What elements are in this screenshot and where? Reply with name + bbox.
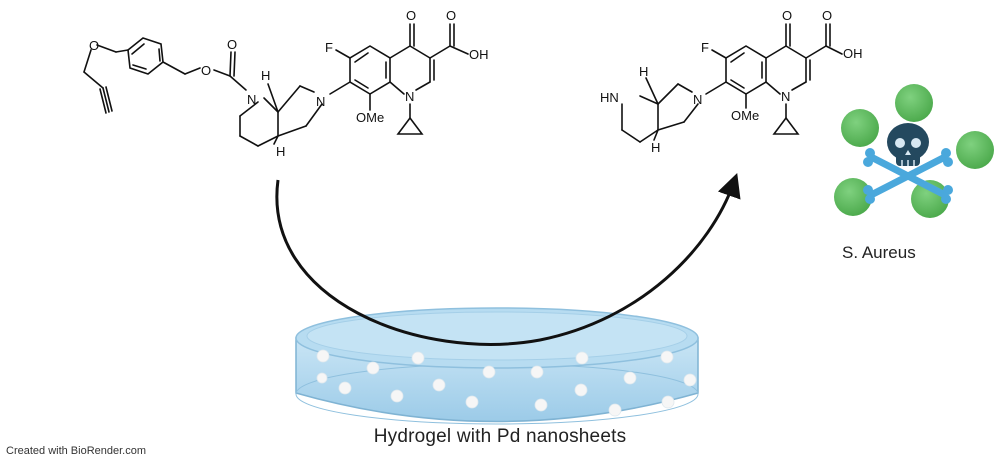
pd-particle [338,381,352,395]
reactant-atom-o-ester: O [201,63,211,78]
product-atom-h-top: H [639,64,648,79]
pd-particle [316,349,330,363]
product-atom-n-pyrrolidine: N [693,92,702,107]
product-atom-labels: HN H H N F O O OH N OMe [600,8,863,155]
product-atom-hn: HN [600,90,619,105]
reactant-atom-h-bottom: H [276,144,285,159]
pd-particle [683,373,697,387]
reactant-atom-o-acid: O [446,8,456,23]
product-molecule [621,23,843,143]
pd-particle [390,389,404,403]
bacterium-cell [895,84,933,122]
hydrogel-dish [295,307,699,425]
pd-particle [465,395,479,409]
product-atom-oh: OH [843,46,863,61]
skull-crossbones-icon [863,123,953,204]
pd-particle [432,378,446,392]
reactant-atom-n-carbamate: N [247,92,256,107]
product-atom-h-bottom: H [651,140,660,155]
crossbones-icon [869,154,947,198]
bacterium-cell [956,131,994,169]
reactant-atom-o-ether: O [89,38,99,53]
pd-particle [608,403,622,417]
reactant-atom-o-carbonyl: O [227,37,237,52]
reactant-atom-h-top: H [261,68,270,83]
pd-nanosheets [316,349,697,417]
pd-particle [530,365,544,379]
biorender-credit: Created with BioRender.com [6,445,147,457]
reactant-atom-ome: OMe [356,110,384,125]
reactant-molecule [83,23,469,147]
product-atom-f: F [701,40,709,55]
pd-particle [534,398,548,412]
product-atom-o-ketone: O [782,8,792,23]
reactant-atom-n-quinolone: N [405,89,414,104]
reactant-atom-f: F [325,40,333,55]
reactant-atom-oh: OH [469,47,489,62]
pd-particle [574,383,588,397]
pd-particle [623,371,637,385]
product-atom-o-acid: O [822,8,832,23]
product-atom-ome: OMe [731,108,759,123]
reactant-atom-o-ketone: O [406,8,416,23]
hydrogel-caption: Hydrogel with Pd nanosheets [373,426,627,447]
pd-particle [575,351,589,365]
product-atom-n-quinolone: N [781,89,790,104]
reaction-arrow [275,172,741,346]
skull-icon [887,123,929,166]
pd-particle [660,350,674,364]
bacteria-cluster [834,84,994,218]
pd-particle [411,351,425,365]
reactant-atom-labels: O O O N H H N F O O OH N OMe [89,8,489,159]
bacterium-cell [834,178,872,216]
bacteria-label: S. Aureus [842,243,916,262]
pd-particle [482,365,496,379]
pd-particle [661,395,675,409]
reactant-atom-n-pyrrolidine: N [316,94,325,109]
pd-particle [366,361,380,375]
bacterium-cell [841,109,879,147]
pd-particle [316,372,328,384]
dish-inner-rim [306,311,688,361]
